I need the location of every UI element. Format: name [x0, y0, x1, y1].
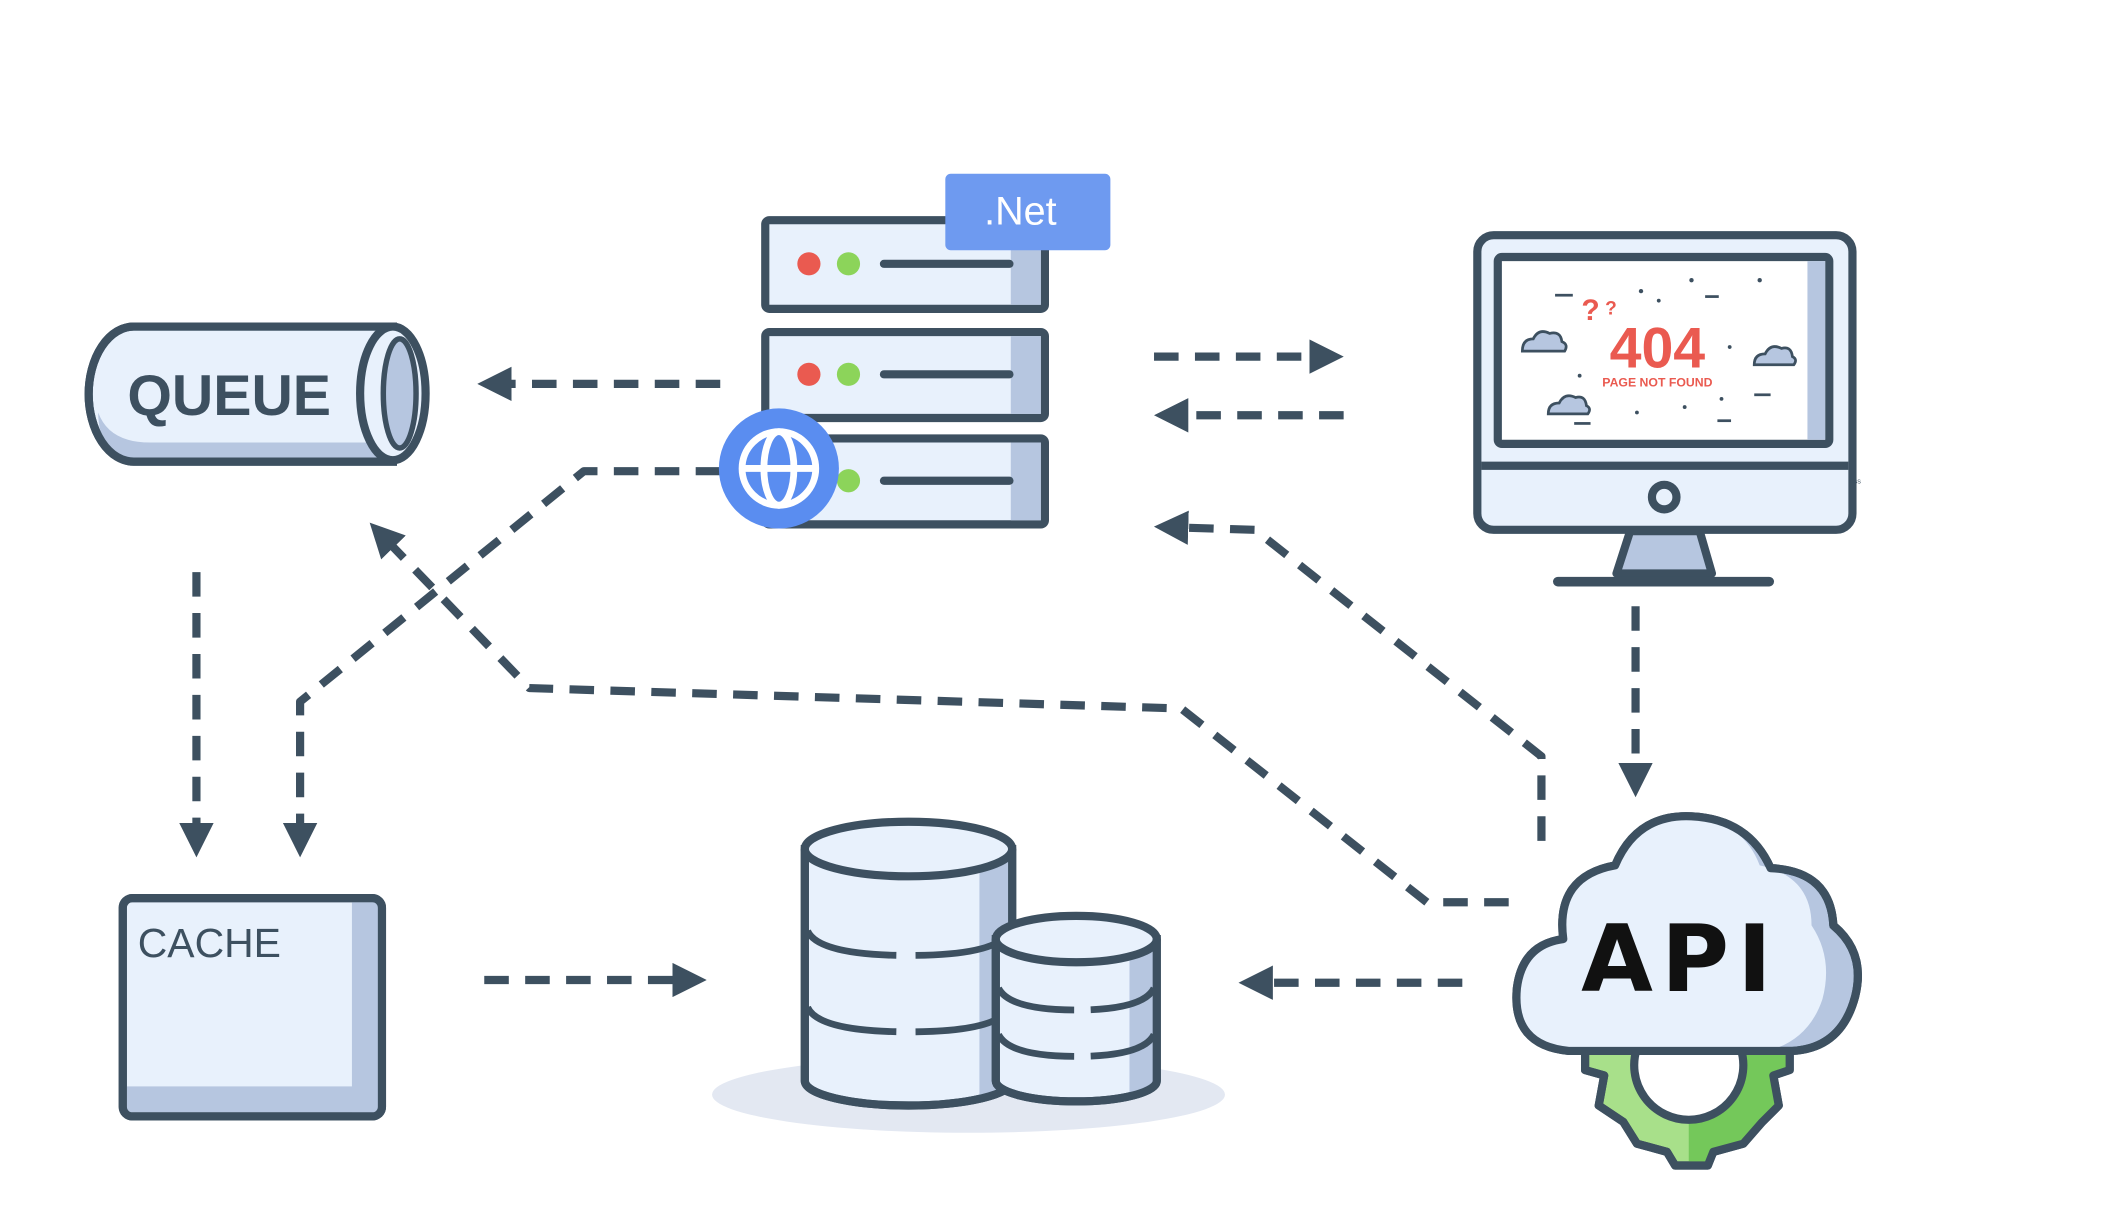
cloud-icon: [1752, 345, 1797, 367]
status-led-red: [797, 252, 821, 276]
database-icon: [800, 817, 1161, 1110]
api-node: API: [1512, 812, 1862, 1170]
cloud-icon: [1512, 812, 1862, 1056]
server-unit-1: [761, 216, 1049, 313]
status-led-red: [797, 362, 821, 386]
gear-icon: [1580, 1035, 1794, 1170]
queue-label: QUEUE: [127, 364, 331, 428]
cache-label: CACHE: [138, 920, 281, 966]
api-label: API: [1581, 905, 1780, 1013]
question-mark-1: ?: [1581, 294, 1599, 327]
arrow-api-to-queue: [369, 522, 1509, 907]
error-code: 404: [1610, 317, 1706, 381]
dotnet-badge-label: .Net: [984, 189, 1057, 233]
status-led-green: [836, 252, 861, 276]
queue-node: QUEUE: [84, 322, 430, 466]
arrow-api-to-server: [1153, 510, 1546, 841]
arrow-server-to-cache: [282, 467, 721, 858]
cache-node: CACHE: [118, 894, 387, 1121]
error-message: PAGE NOT FOUND: [1602, 376, 1712, 390]
cloud-icon: [1546, 394, 1591, 416]
status-led-green: [836, 362, 861, 386]
database-node: [712, 817, 1225, 1133]
sparkle-decoration: [1555, 278, 1771, 425]
globe-icon: [718, 408, 839, 529]
monitor-node: ? ? 404 PAGE NOT FOUND CSS: [1473, 231, 1862, 587]
connectors: [179, 339, 1653, 1000]
brand-mark: CSS: [1850, 479, 1862, 485]
dotnet-badge: .Net: [945, 173, 1111, 251]
queue-pipe-icon: [84, 322, 430, 466]
monitor-icon: [1473, 231, 1857, 587]
question-mark-2: ?: [1605, 298, 1617, 319]
server-node: .Net: [718, 173, 1111, 529]
server-unit-2: [761, 327, 1049, 423]
cloud-icon: [1520, 330, 1568, 353]
status-led-green: [836, 469, 861, 493]
